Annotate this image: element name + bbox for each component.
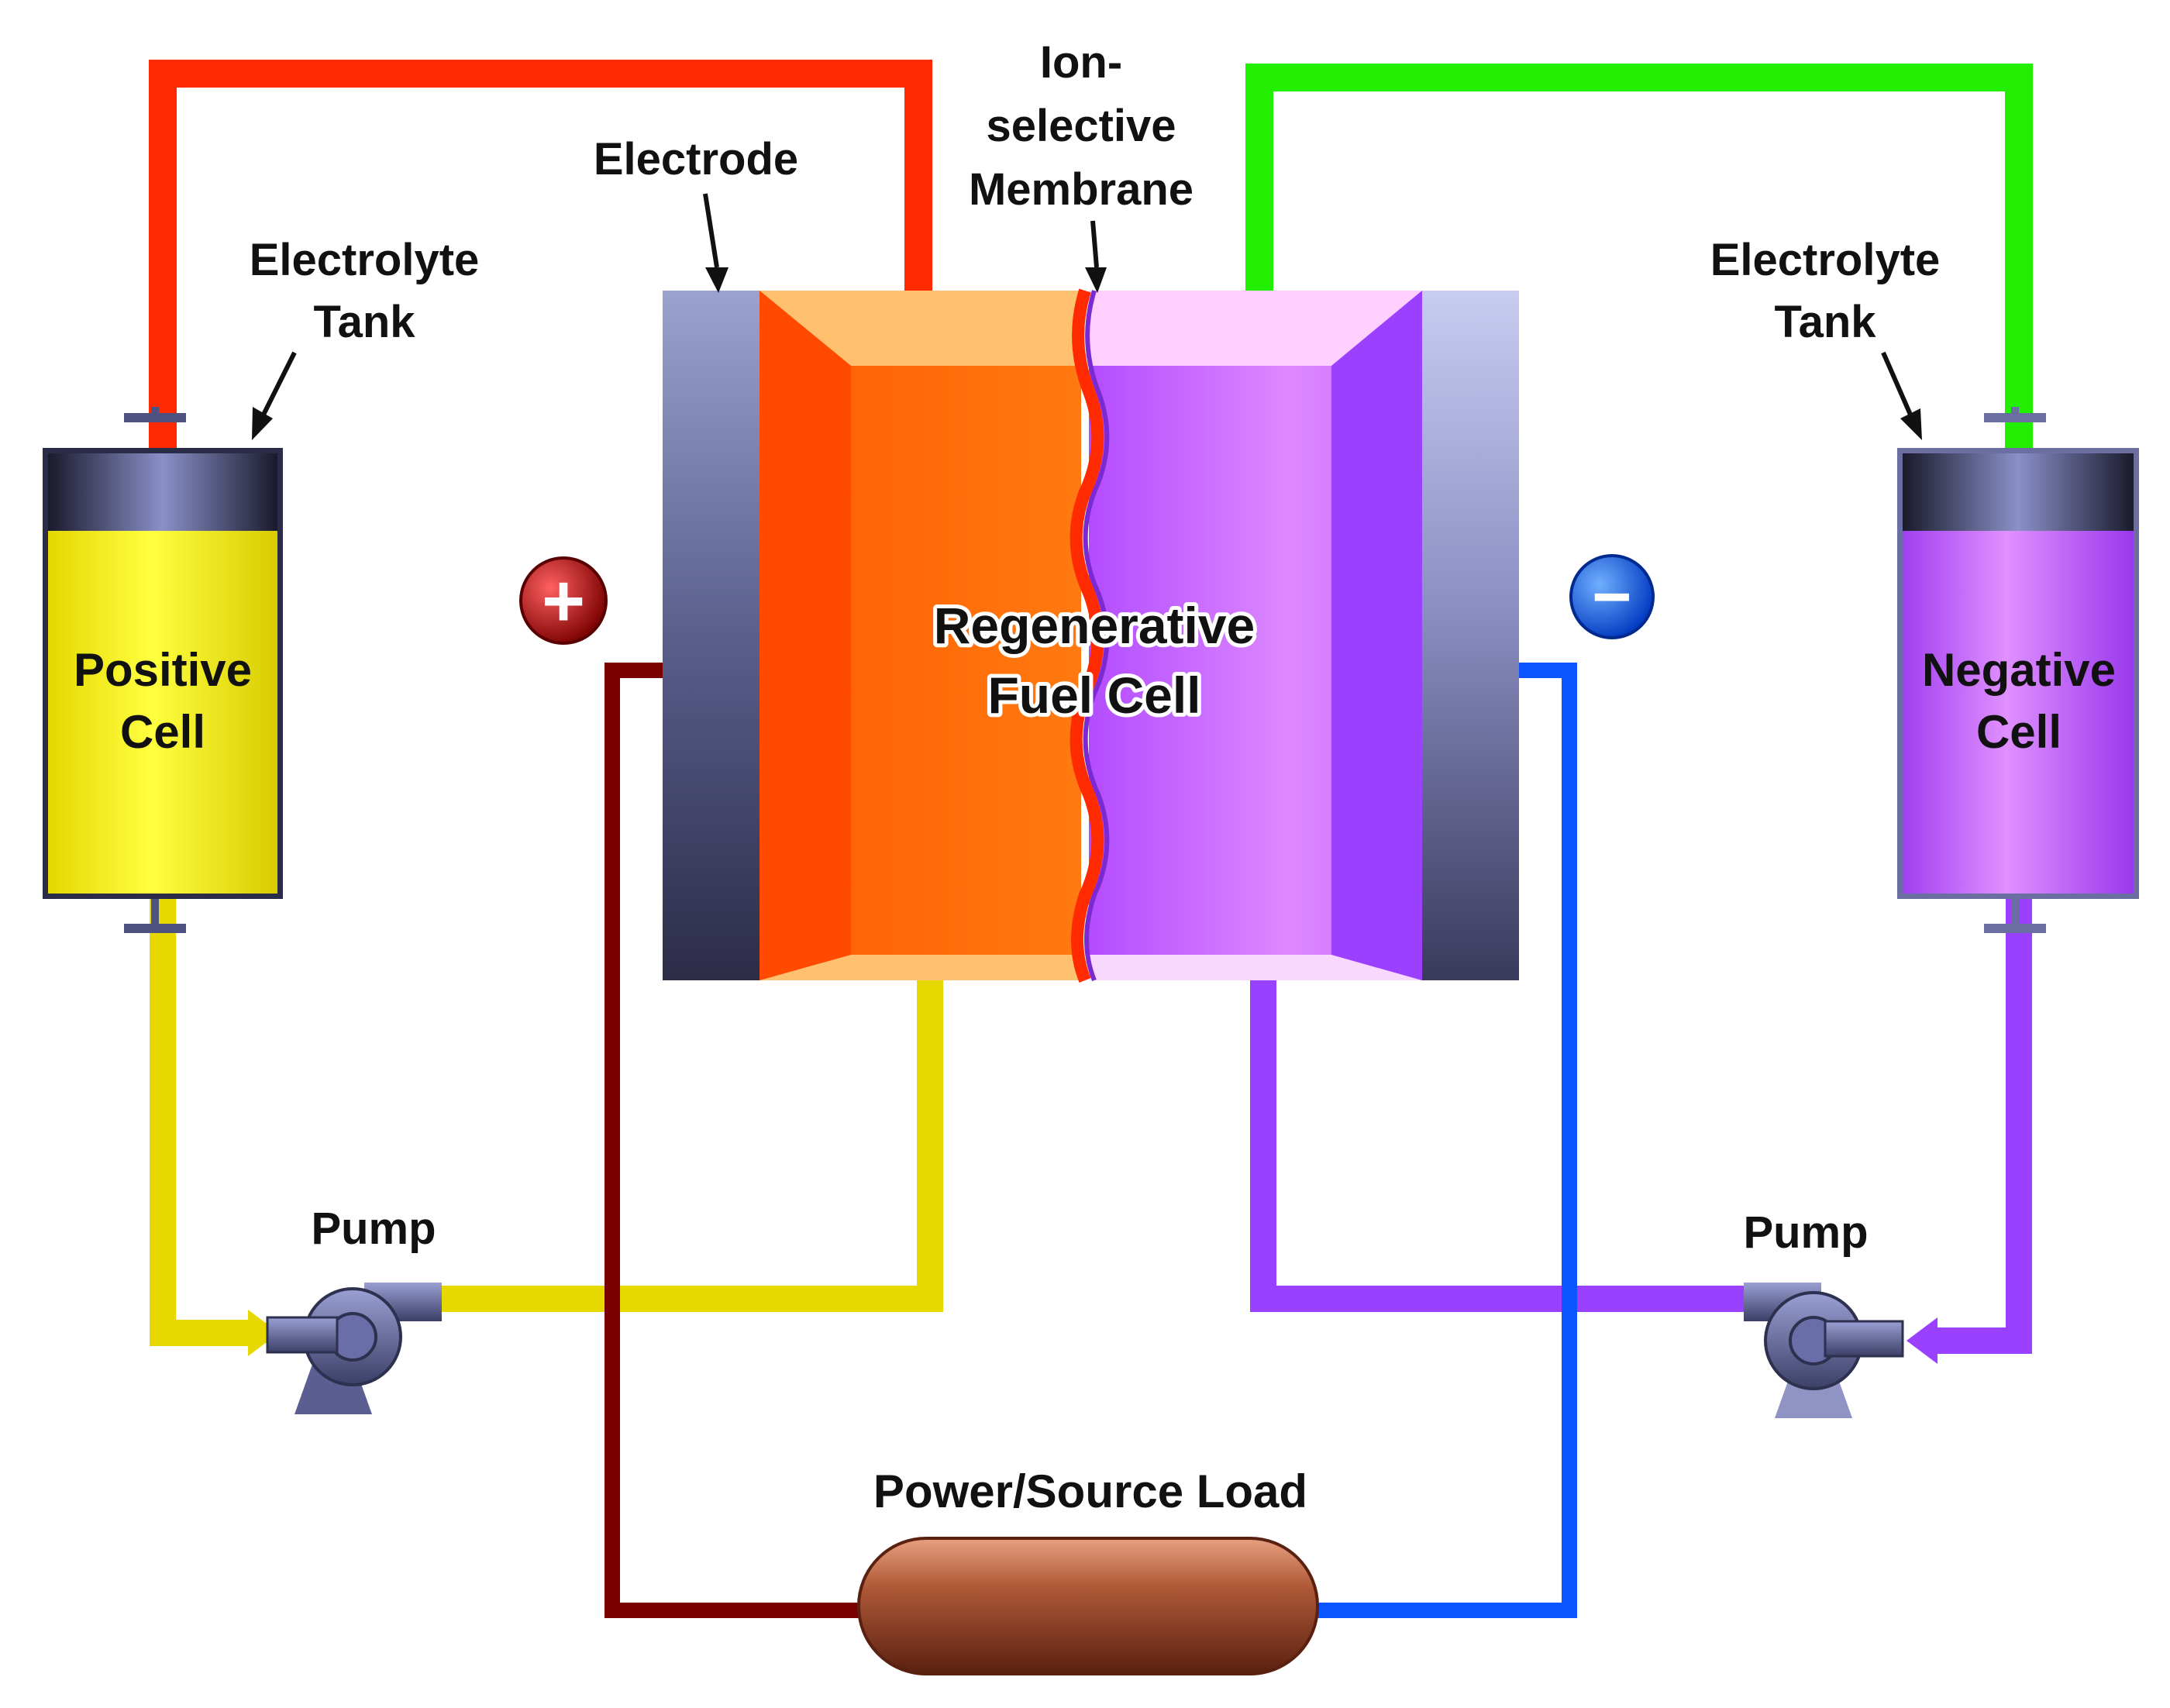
positive-cell-label-line2: Cell <box>120 706 205 758</box>
negative-terminal-symbol: − <box>1592 558 1631 635</box>
membrane-label-line1: Ion- <box>1040 37 1122 88</box>
membrane-label-line3: Membrane <box>969 164 1194 215</box>
negative-wire <box>1310 663 1577 1618</box>
right-tank-label-line2: Tank <box>1774 297 1876 347</box>
left-tank-label-line2: Tank <box>313 297 415 347</box>
left-pump-label: Pump <box>311 1204 436 1254</box>
load-label: Power/Source Load <box>873 1465 1307 1517</box>
membrane-label-line2: selective <box>986 101 1176 151</box>
negative-cell-label-line1: Negative <box>1922 644 2116 696</box>
fuel-cell-label-line1: Regenerative <box>934 597 1256 654</box>
power-source-load <box>857 1537 1319 1675</box>
arrow-right-icon <box>248 1310 279 1356</box>
left-tank-label-line1: Electrolyte <box>250 235 480 285</box>
right-pump-label: Pump <box>1743 1207 1868 1258</box>
electrode-pointer <box>703 193 719 268</box>
arrow-left-icon <box>1906 1317 1938 1364</box>
left-pump-icon <box>266 1283 442 1414</box>
fuel-cell-label-line2: Fuel Cell <box>987 666 1200 724</box>
right-electrode <box>1422 291 1519 980</box>
membrane-pointer <box>1090 220 1099 268</box>
left-tank-pointer <box>261 351 297 416</box>
electrode-label: Electrode <box>594 134 798 184</box>
right-tank-label-line1: Electrolyte <box>1710 235 1941 285</box>
ion-selective-membrane <box>1070 288 1104 983</box>
right-tank-pointer <box>1881 351 1913 416</box>
right-pump-icon <box>1744 1283 1904 1418</box>
negative-cell-label-line2: Cell <box>1976 706 2062 758</box>
positive-terminal-symbol: + <box>542 560 585 642</box>
negative-electrolyte-tank <box>1897 407 2139 933</box>
positive-wire <box>604 663 868 1618</box>
positive-terminal-icon: + <box>519 556 608 645</box>
left-electrode <box>663 291 760 980</box>
positive-cell-label-line1: Positive <box>74 644 252 696</box>
negative-terminal-icon: − <box>1569 554 1655 639</box>
label-pointer-arrows <box>252 193 1922 440</box>
fuel-cell <box>663 288 1519 983</box>
positive-electrolyte-tank <box>43 407 283 933</box>
